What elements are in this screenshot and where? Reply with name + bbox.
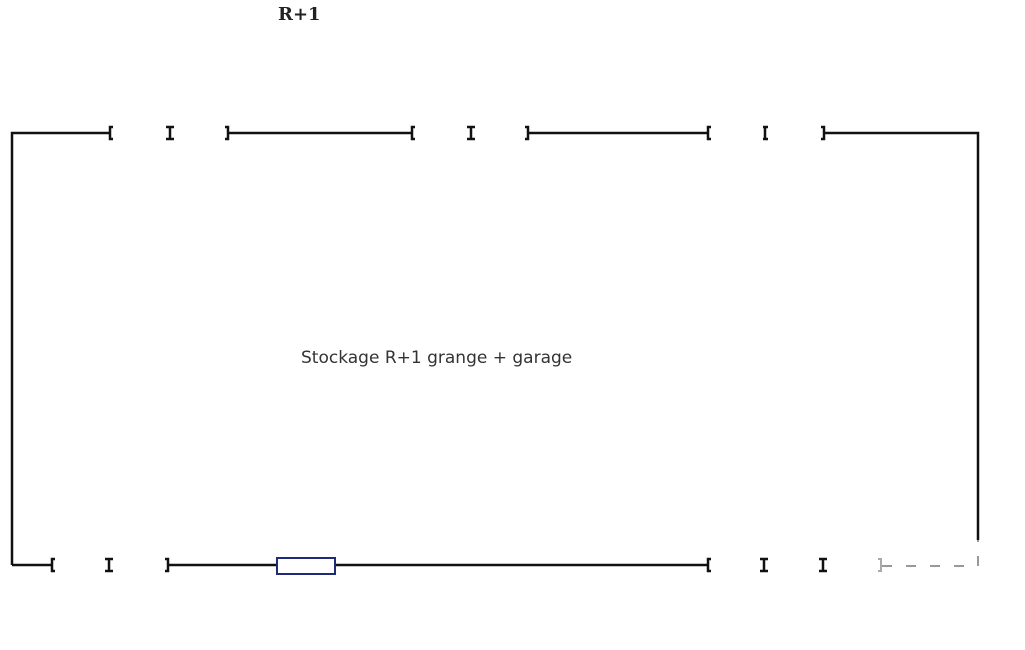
wall-top-left: [10, 131, 110, 565]
opening-bracket-right: [525, 125, 530, 141]
opening-mark-i: [763, 125, 768, 141]
opening-bracket-right: [821, 125, 826, 141]
door-symbol: [276, 557, 336, 575]
opening-bracket-left: [108, 125, 113, 141]
opening-bracket-right: [225, 125, 230, 141]
opening-bracket-left: [410, 125, 415, 141]
opening-bracket-right: [165, 557, 170, 573]
floor-title: R+1: [278, 4, 321, 25]
opening-mark-i: [467, 125, 475, 141]
opening-bracket-left: [706, 557, 711, 573]
room-label: Stockage R+1 grange + garage: [301, 348, 573, 368]
opening-bracket-right: [878, 558, 882, 572]
opening-bracket-left: [50, 557, 55, 573]
opening-mark-i: [105, 557, 113, 573]
opening-bracket-left: [706, 125, 711, 141]
opening-mark-i: [760, 557, 768, 573]
wall-top-right: [824, 131, 980, 540]
wall-bottom-right-dashed: [882, 540, 979, 567]
opening-mark-i: [166, 125, 174, 141]
opening-mark-i: [819, 557, 827, 573]
